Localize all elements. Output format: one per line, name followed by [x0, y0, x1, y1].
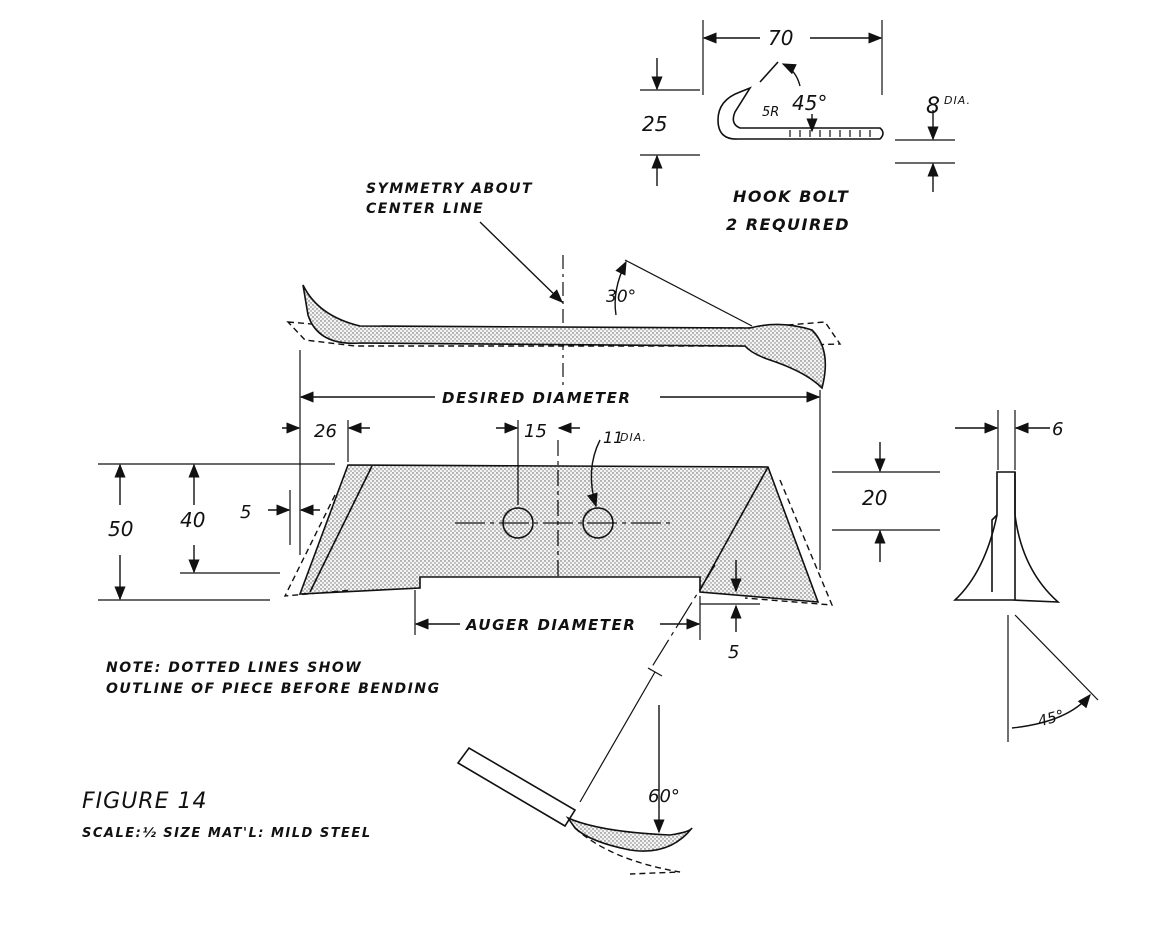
hook-bolt-title: HOOK BOLT — [733, 187, 849, 206]
dim-26-label: 26 — [314, 421, 337, 442]
hook-length-label: 70 — [768, 26, 793, 50]
dim-40-label: 40 — [180, 508, 205, 532]
side-angle-label: 45° — [1036, 706, 1066, 730]
detail-handle — [456, 746, 577, 828]
blade-edge-view — [302, 284, 827, 390]
symmetry-label-2: CENTER LINE — [366, 201, 484, 217]
hook-dia-value: 8 — [926, 94, 940, 119]
front-original-left — [283, 494, 353, 597]
bend-line-left — [309, 465, 373, 593]
top-view: SYMMETRY ABOUT CENTER LINE 30° DESIRED D… — [286, 181, 842, 570]
hook-angle-label: 45° — [792, 91, 827, 115]
desired-diameter-label: DESIRED DIAMETER — [442, 389, 631, 407]
dim-20-label: 20 — [862, 486, 887, 510]
dim-50-label: 50 — [108, 517, 133, 541]
figure-title: FIGURE 14 — [82, 789, 207, 814]
front-original-right — [744, 479, 834, 606]
note-line-1: NOTE: DOTTED LINES SHOW — [106, 660, 362, 676]
dim-5-right-label: 5 — [728, 642, 739, 663]
top-angle-label: 30° — [606, 287, 636, 307]
side-profile — [952, 471, 1061, 603]
hook-radius-label: 5R — [762, 105, 779, 120]
detail-angle-label: 60° — [648, 786, 680, 807]
hole-dia-value: 11 — [603, 428, 623, 447]
note-line-2: OUTLINE OF PIECE BEFORE BENDING — [106, 681, 441, 697]
front-view: 26 15 11 DIA. 50 40 5 20 5 — [98, 420, 940, 663]
hook-bolt-threads — [789, 130, 871, 137]
detail-view: 60° — [456, 564, 716, 875]
symmetry-label-1: SYMMETRY ABOUT — [366, 181, 533, 197]
side-thickness-label: 6 — [1052, 419, 1063, 440]
blade-front-view — [298, 464, 820, 603]
hook-bolt-shape — [717, 86, 884, 140]
detail-blade — [565, 816, 693, 852]
hook-bolt-tip — [759, 61, 779, 83]
hook-dia-unit: DIA. — [944, 94, 971, 107]
hook-bolt-view: 70 25 5R 45° 8 DIA. HOOK BOLT 2 REQUIRED — [640, 20, 971, 234]
hook-height-label: 25 — [642, 112, 667, 136]
side-view: 6 45° — [952, 410, 1099, 742]
dim-5-left-label: 5 — [240, 502, 251, 523]
bend-line-right — [699, 466, 769, 591]
figure-scale-note: SCALE:½ SIZE MAT'L: MILD STEEL — [82, 826, 372, 841]
hole-dia-unit: DIA. — [620, 431, 647, 444]
hook-bolt-qty: 2 REQUIRED — [726, 215, 850, 234]
dim-15-label: 15 — [524, 421, 547, 442]
notes: NOTE: DOTTED LINES SHOW OUTLINE OF PIECE… — [82, 660, 441, 841]
auger-diameter-label: AUGER DIAMETER — [465, 616, 636, 634]
